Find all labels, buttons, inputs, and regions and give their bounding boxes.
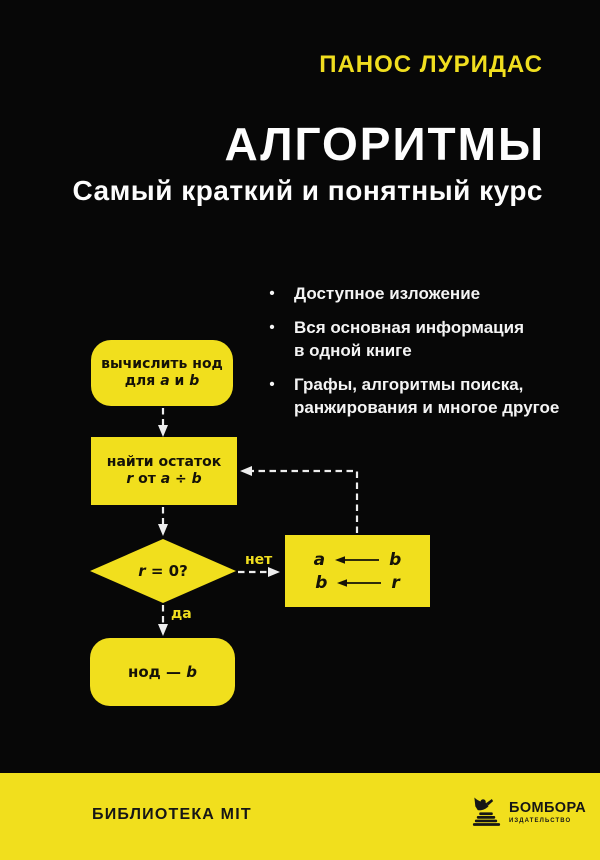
book-subtitle: Самый краткий и понятный курс bbox=[72, 175, 543, 206]
bullet-icon: • bbox=[269, 376, 275, 393]
author-name: ПАНОС ЛУРИДАС bbox=[319, 51, 543, 78]
node-compute-gcd: вычислить нод для a и b bbox=[91, 340, 233, 406]
arrow-swap-to-remainder bbox=[240, 466, 359, 533]
feature-item: • Вся основная информация в одной книге bbox=[266, 316, 576, 362]
publisher-subtitle: ИЗДАТЕЛЬСТВО bbox=[509, 818, 572, 824]
bullet-icon: • bbox=[269, 319, 275, 336]
feature-line: Графы, алгоритмы поиска, bbox=[294, 375, 524, 394]
node-swap-values: a b b r bbox=[285, 535, 430, 607]
feature-item: • Доступное изложение bbox=[266, 282, 576, 305]
node-line: нод — b bbox=[128, 663, 197, 681]
decision-condition: r = 0? bbox=[138, 562, 188, 580]
node-line: для a и b bbox=[124, 373, 200, 389]
node-line: найти остаток bbox=[106, 454, 222, 470]
assign-left-arrow-icon bbox=[337, 578, 382, 587]
node-line: r от a ÷ b bbox=[126, 471, 202, 487]
edge-label-no: нет bbox=[245, 552, 273, 568]
series-label: БИБЛИОТЕКА MIT bbox=[92, 806, 252, 823]
feature-line: ранжирования и многое другое bbox=[294, 398, 560, 417]
footer-band: БИБЛИОТЕКА MIT БОМБОРА ИЗДАТЕЛЬСТВО bbox=[0, 773, 600, 860]
feature-item: • Графы, алгоритмы поиска, ранжирования … bbox=[266, 373, 576, 419]
node-find-remainder: найти остаток r от a ÷ b bbox=[91, 437, 237, 505]
feature-line: Вся основная информация bbox=[294, 318, 524, 337]
bullet-icon: • bbox=[269, 285, 275, 302]
edge-label-yes: да bbox=[171, 606, 192, 622]
swap-row: a b bbox=[313, 549, 402, 570]
publisher-name: БОМБОРА bbox=[509, 800, 587, 816]
feature-line: Доступное изложение bbox=[294, 284, 481, 303]
node-gcd-result: нод — b bbox=[90, 638, 235, 706]
publisher-logo: БОМБОРА ИЗДАТЕЛЬСТВО bbox=[470, 797, 586, 828]
node-line: вычислить нод bbox=[101, 356, 223, 372]
assign-left-arrow-icon bbox=[335, 555, 380, 564]
feature-list: • Доступное изложение • Вся основная инф… bbox=[266, 282, 576, 430]
feature-line: в одной книге bbox=[294, 341, 412, 360]
bombora-logo-icon bbox=[472, 797, 501, 826]
swap-row: b r bbox=[315, 572, 400, 593]
book-title: АЛГОРИТМЫ bbox=[224, 118, 545, 170]
